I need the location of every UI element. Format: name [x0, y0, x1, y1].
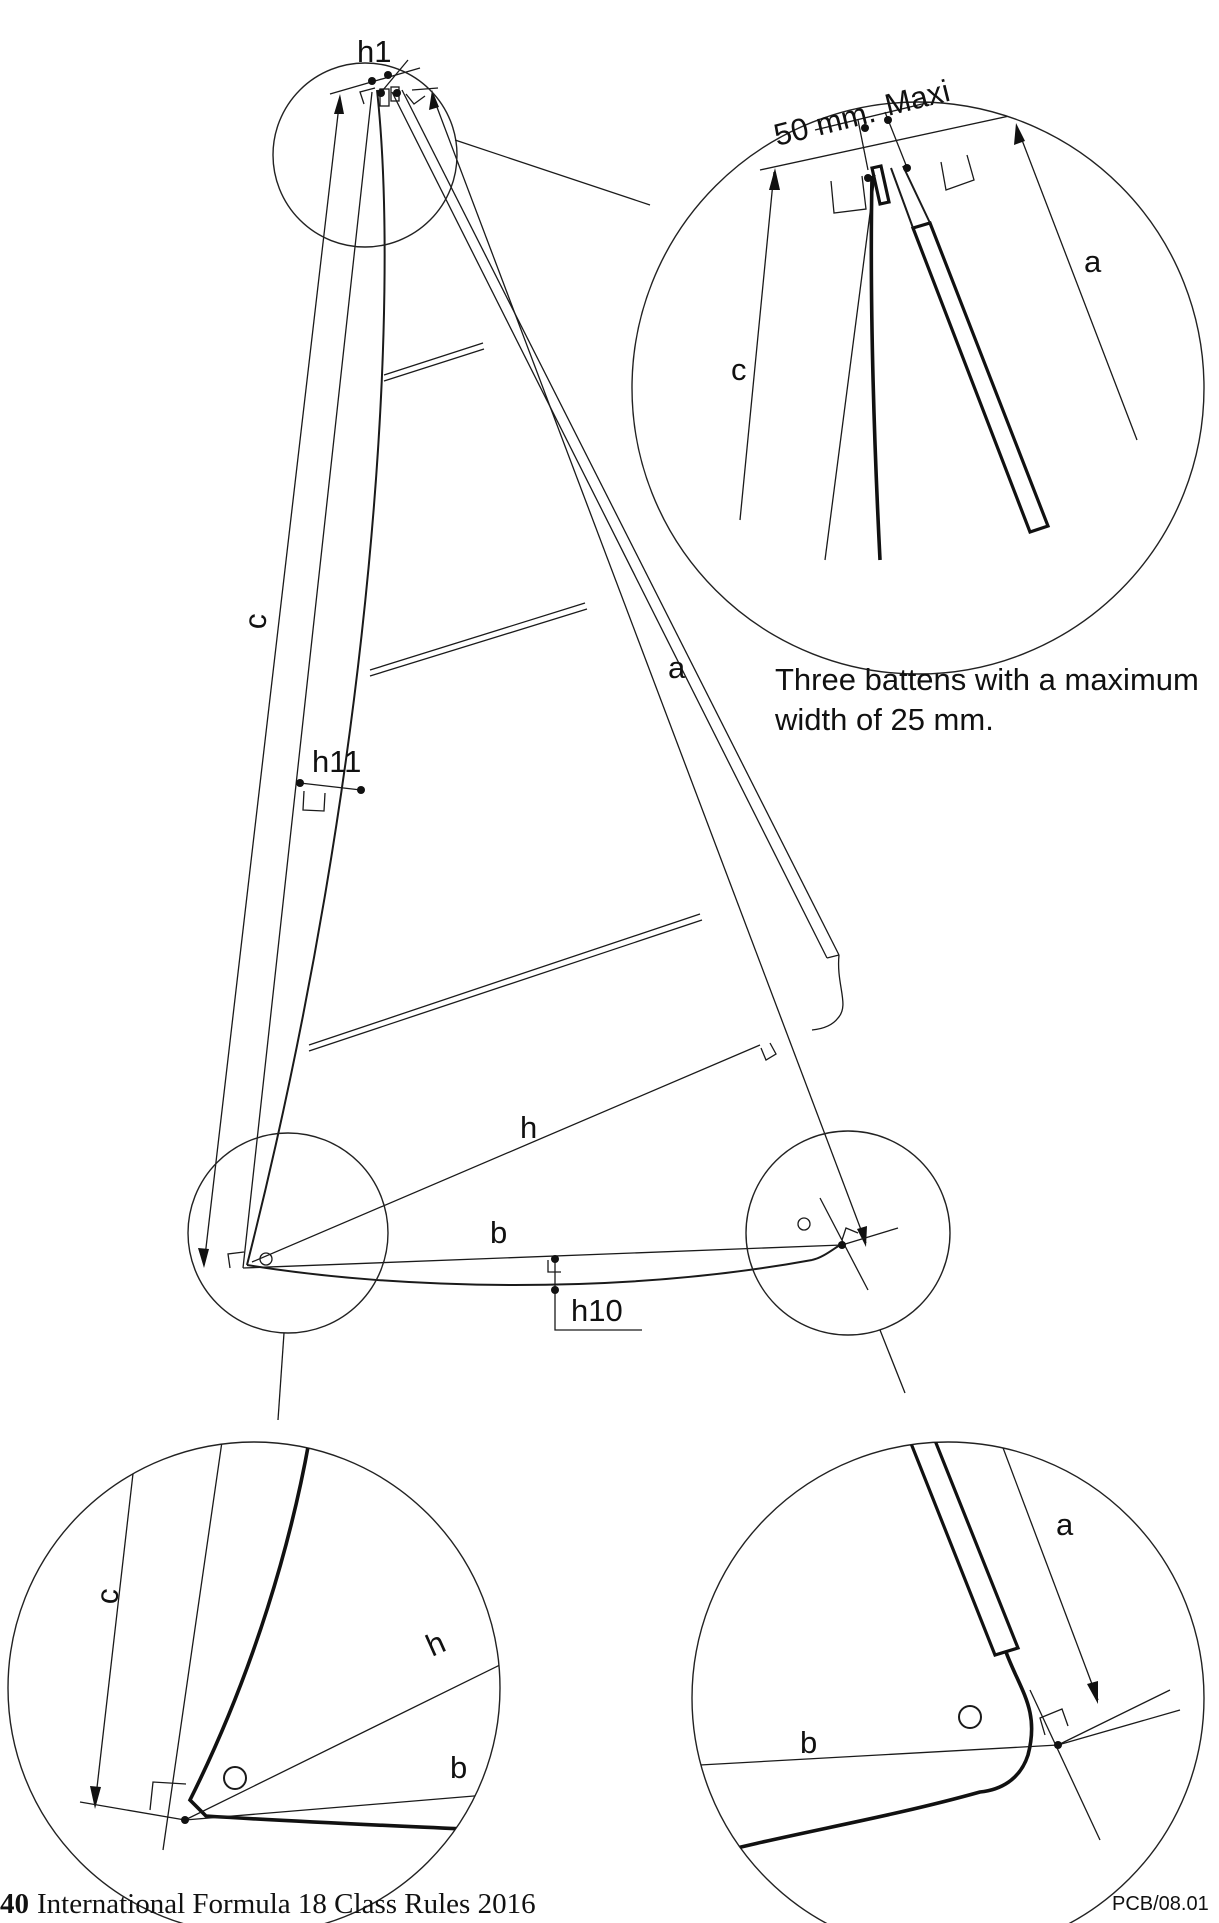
dimension-a-line [431, 93, 867, 1244]
dimension-b-line [242, 1244, 843, 1269]
label-a-top: a [1084, 244, 1102, 279]
main-sail [246, 86, 844, 1286]
battens-note-line-2: width of 25 mm. [775, 702, 994, 737]
dimension-h-line [251, 1044, 761, 1263]
detail-callouts [187, 62, 951, 1421]
label-h11: h11 [312, 744, 361, 779]
label-b-main: b [490, 1215, 507, 1250]
batten-2 [369, 602, 586, 671]
sail-foot [246, 1259, 813, 1286]
label-b-br: b [800, 1725, 817, 1760]
sail-clew [811, 954, 844, 1031]
battens-note-line-1: Three battens with a maximum [775, 662, 1199, 697]
detail-head [631, 101, 1205, 675]
document-title: International Formula 18 Class Rules 201… [37, 1888, 536, 1920]
dimension-c-line [203, 96, 341, 1266]
label-a-br: a [1056, 1507, 1074, 1542]
drawing-reference: PCB/08.01 [1112, 1893, 1209, 1915]
callout-clew [745, 1130, 951, 1336]
callout-tack [187, 1132, 389, 1334]
batten-1 [383, 342, 484, 376]
detail-tack [7, 1441, 501, 1923]
label-b-bl: b [450, 1750, 467, 1785]
dimension-h11-line [299, 782, 362, 791]
battens-note: Three battens with a maximum width of 25… [775, 660, 1215, 740]
labels: h1 c h11 a h b h10 50 mm. Maxi c a c h b… [89, 34, 1102, 1785]
label-c-top: c [731, 352, 747, 387]
label-c-main: c [237, 612, 273, 631]
detail-clew [691, 1441, 1205, 1923]
page-number: 40 [0, 1888, 29, 1920]
label-h-bl: h [421, 1624, 451, 1663]
label-h-main: h [520, 1110, 537, 1145]
luff-tube-inner [401, 89, 840, 956]
label-c-bl: c [89, 1587, 125, 1606]
label-h1: h1 [357, 34, 391, 69]
callout-head [272, 62, 458, 248]
luff-tube-outer [391, 91, 828, 959]
label-maxi: Maxi [881, 73, 953, 123]
label-h10: h10 [571, 1293, 623, 1328]
sail-leech [246, 89, 386, 1266]
label-a-main: a [668, 650, 686, 685]
batten-3 [308, 913, 701, 1046]
